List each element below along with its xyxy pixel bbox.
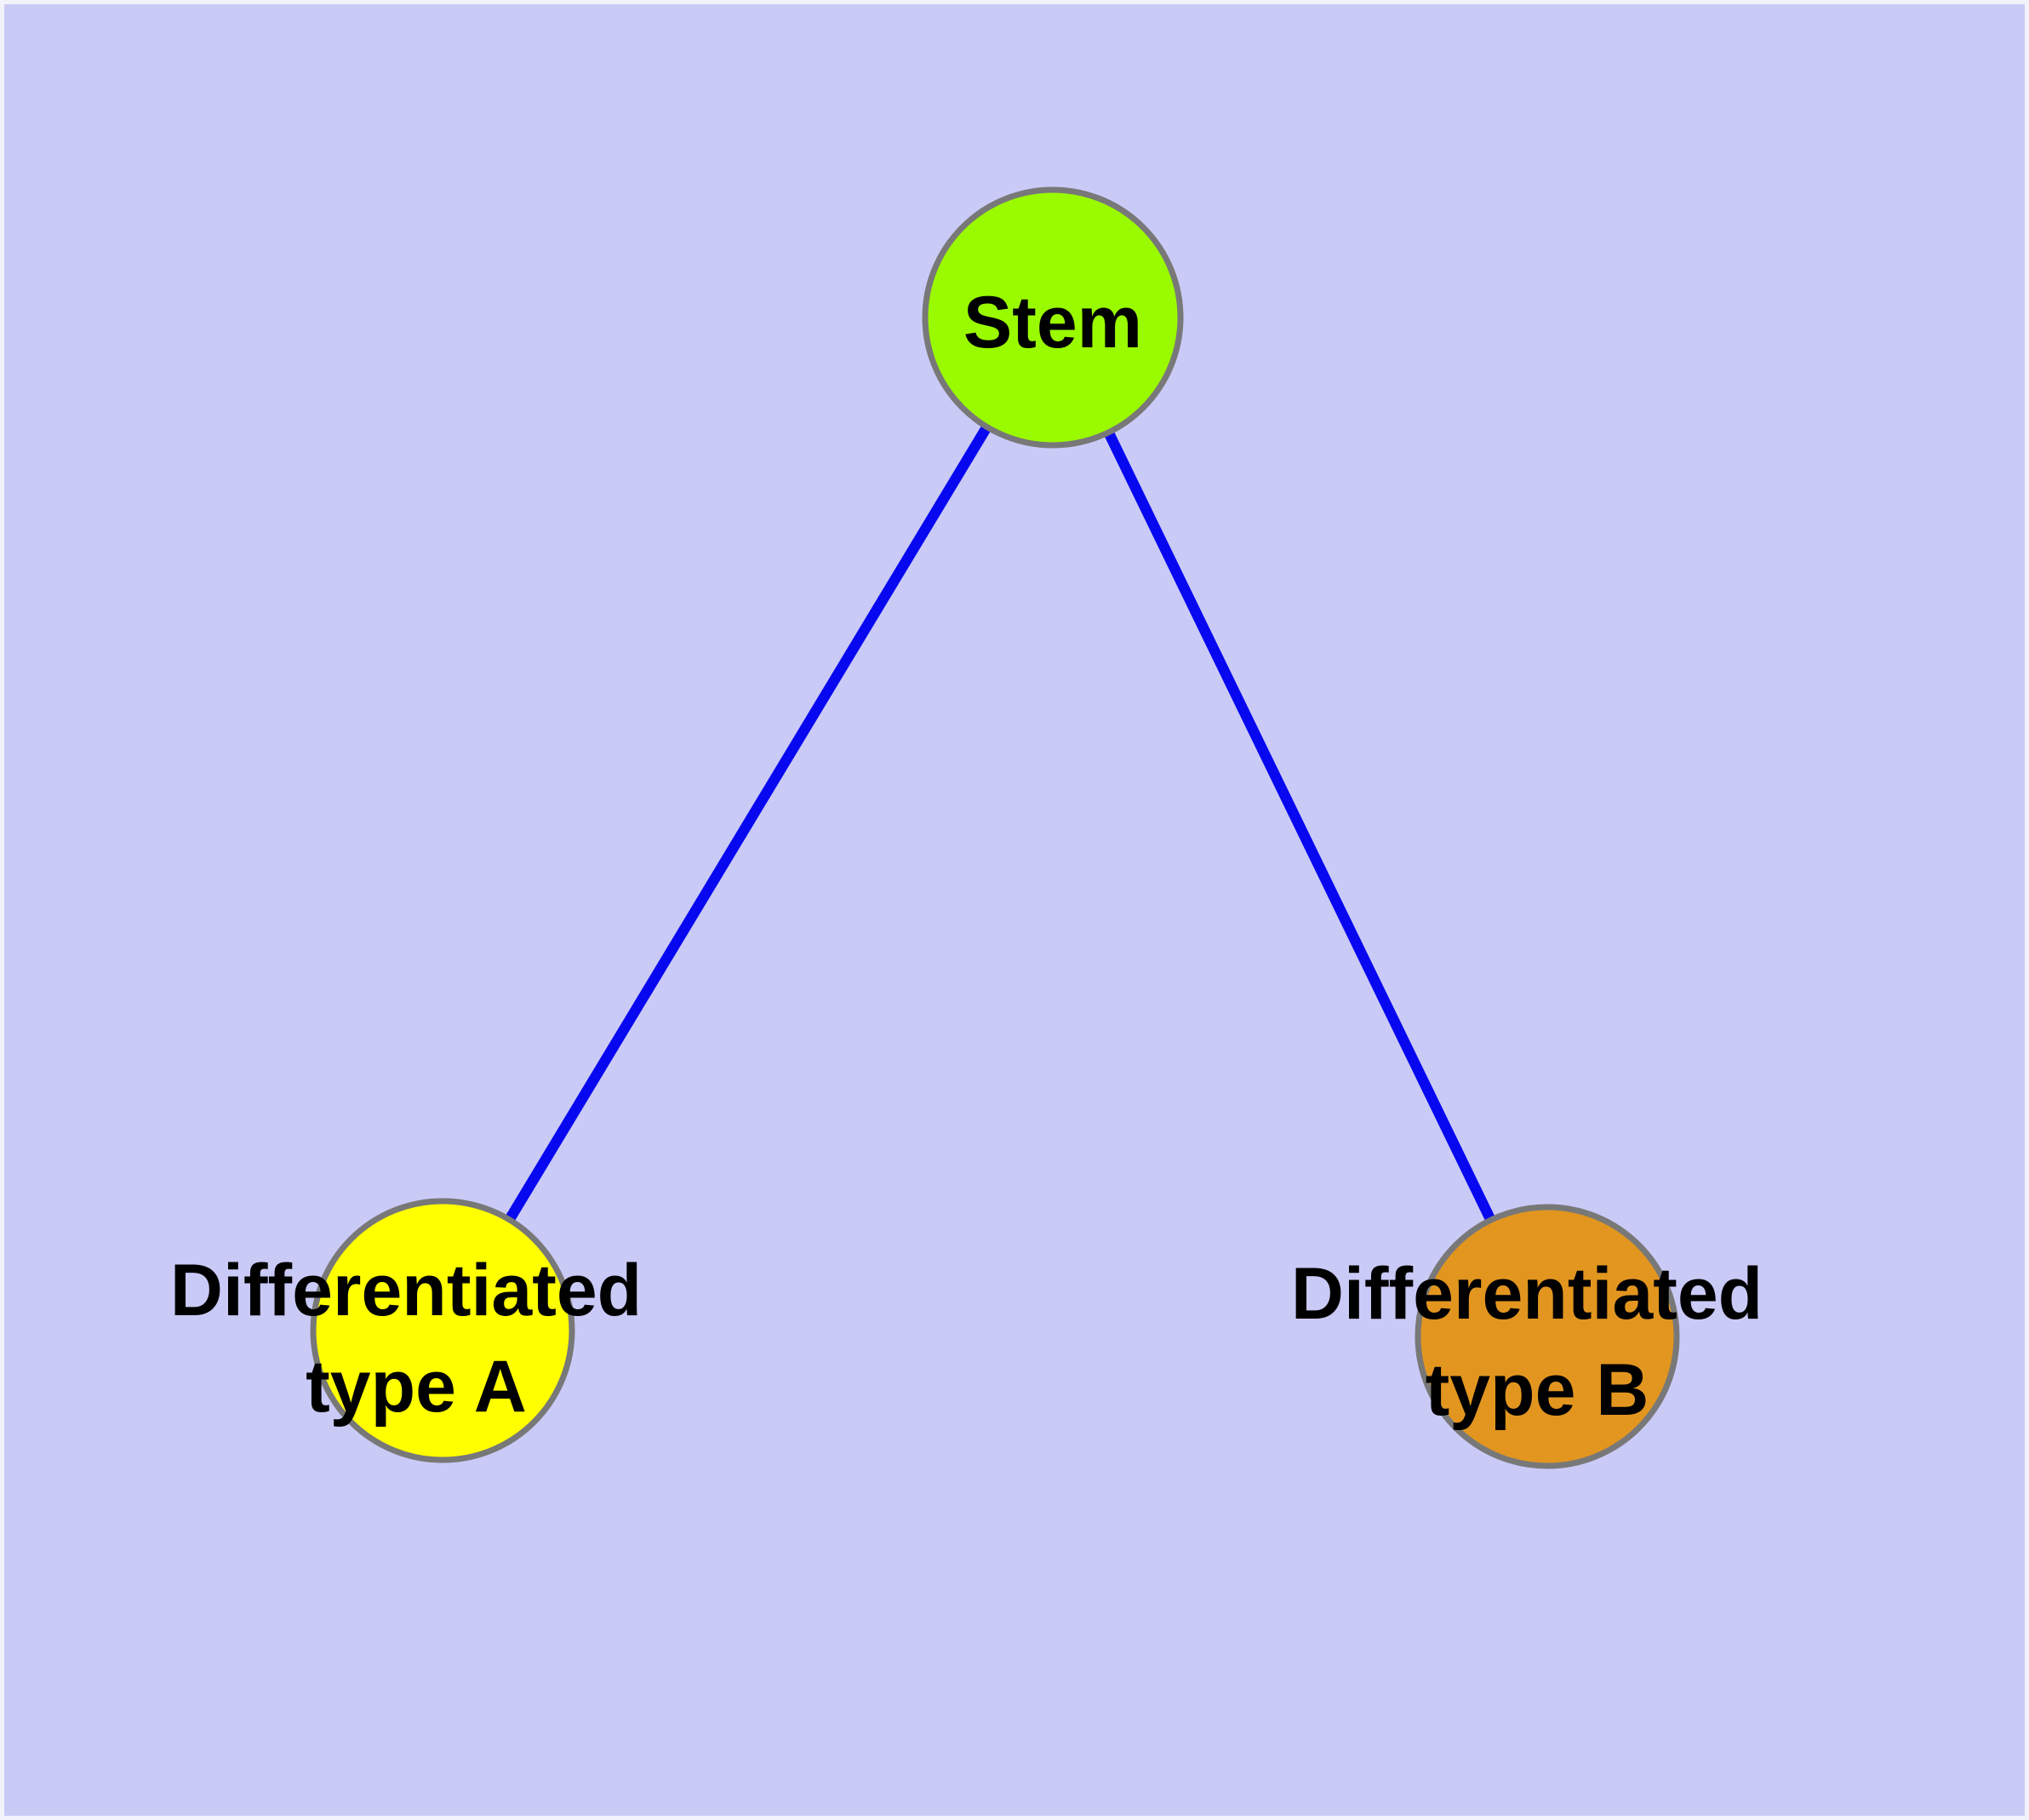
node-type-a-label-line1: Differentiated — [170, 1250, 642, 1331]
node-type-b-label: Differentiated type B — [1291, 1253, 1783, 1431]
node-stem-label: Stem — [963, 282, 1142, 363]
node-type-b-label-line1: Differentiated — [1291, 1253, 1763, 1335]
node-type-b — [1415, 1204, 1680, 1469]
node-type-b-label-line2: type B — [1426, 1349, 1649, 1431]
edge-stem-to-type-a — [437, 314, 1058, 1334]
node-type-a-label-line2: type A — [306, 1346, 527, 1428]
node-type-a — [310, 1198, 575, 1463]
edge-stem-to-type-b — [1048, 315, 1552, 1339]
node-type-a-label: Differentiated type A — [170, 1250, 662, 1428]
node-stem — [922, 186, 1184, 449]
